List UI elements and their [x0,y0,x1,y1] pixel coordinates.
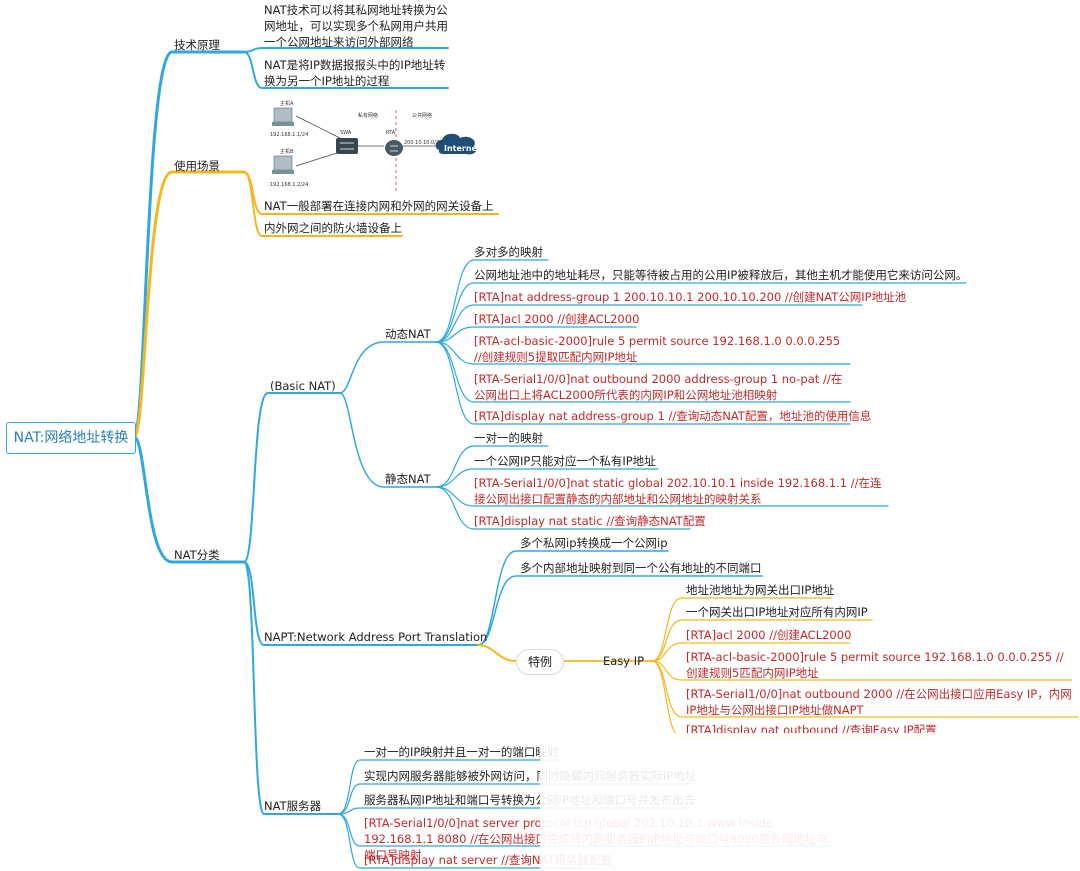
internet-cloud-icon [435,133,477,155]
easy-ip-item-2[interactable]: 一个网关出口IP地址对应所有内网IP [686,605,868,619]
dynamic-item-6[interactable]: [RTA-Serial1/0/0]nat outbound 2000 addre… [474,372,843,402]
host-b-label: 主机B [280,149,294,155]
public-ip-label: 200.10.10.0/24 [404,140,443,146]
dynamic-item-4[interactable]: [RTA]acl 2000 //创建ACL2000 [474,312,640,326]
static-item-4[interactable]: [RTA]display nat static //查询静态NAT配置 [474,514,706,528]
public-net-label: 公共网络 [412,113,433,119]
napt-item-1[interactable]: 多个私网ip转换成一个公网ip [520,536,668,550]
root-node[interactable]: NAT:网络地址转换 [6,422,136,454]
easy-ip-item-1[interactable]: 地址池地址为网关出口IP地址 [686,583,835,597]
dynamic-item-5[interactable]: [RTA-acl-basic-2000]rule 5 permit source… [474,334,841,364]
switch-icon [336,138,358,154]
server-item-1[interactable]: 一对一的IP映射并且一对一的端口映射 [364,745,559,759]
white-overlay-patch [540,733,1080,871]
branch-tech-principle[interactable]: 技术原理 [174,38,220,52]
rta-label: RTA [386,130,396,136]
static-item-2[interactable]: 一个公网IP只能对应一个私有IP地址 [474,454,656,468]
host-a-ip: 192.168.1.1/24 [270,132,309,138]
router-icon [385,140,403,156]
tech-item-1[interactable]: NAT技术可以将其私网地址转换为公网地址，可以实现多个私网用户共用一个公网地址来… [264,3,448,49]
dynamic-item-1[interactable]: 多对多的映射 [474,245,543,259]
topology-drawing [272,107,477,192]
easy-ip-item-5[interactable]: [RTA-Serial1/0/0]nat outbound 2000 //在公网… [686,687,1072,717]
static-nat-node[interactable]: 静态NAT [385,472,431,486]
tech-item-2[interactable]: NAT是将IP数据报报头中的IP地址转换为另一个IP地址的过程 [264,58,446,88]
dynamic-nat-node[interactable]: 动态NAT [385,327,431,341]
internet-label: Internet [444,144,481,153]
swa-label: SWA [340,130,352,136]
basic-nat-node[interactable]: (Basic NAT) [270,379,336,393]
branch-usage-scene[interactable]: 使用场景 [174,159,220,173]
easy-ip-item-4[interactable]: [RTA-acl-basic-2000]rule 5 permit source… [686,650,1064,680]
scene-item-2[interactable]: 内外网之间的防火墙设备上 [264,221,402,235]
host-b-ip: 192.168.1.2/24 [270,182,309,188]
dynamic-item-2[interactable]: 公网地址池中的地址耗尽，只能等待被占用的公用IP被释放后，其他主机才能使用它来访… [474,268,968,282]
dynamic-item-3[interactable]: [RTA]nat address-group 1 200.10.10.1 200… [474,290,907,304]
napt-node[interactable]: NAPT:Network Address Port Translation [264,630,488,644]
private-net-label: 私有网络 [358,113,379,119]
static-item-1[interactable]: 一对一的映射 [474,431,543,445]
special-case-node[interactable]: 特例 [516,649,564,675]
scene-item-1[interactable]: NAT一般部署在连接内网和外网的网关设备上 [264,199,494,213]
napt-item-2[interactable]: 多个内部地址映射到同一个公有地址的不同端口 [520,561,762,575]
network-topology-image: 主机A 192.168.1.1/24 主机B 192.168.1.2/24 SW… [262,96,492,194]
dynamic-item-7[interactable]: [RTA]display nat address-group 1 //查询动态N… [474,409,872,423]
nat-server-node[interactable]: NAT服务器 [264,799,322,813]
static-item-3[interactable]: [RTA-Serial1/0/0]nat static global 202.1… [474,476,882,506]
easy-ip-item-3[interactable]: [RTA]acl 2000 //创建ACL2000 [686,628,852,642]
easy-ip-node[interactable]: Easy IP [603,654,645,668]
branch-nat-classification[interactable]: NAT分类 [174,548,220,562]
host-a-label: 主机A [280,101,294,107]
